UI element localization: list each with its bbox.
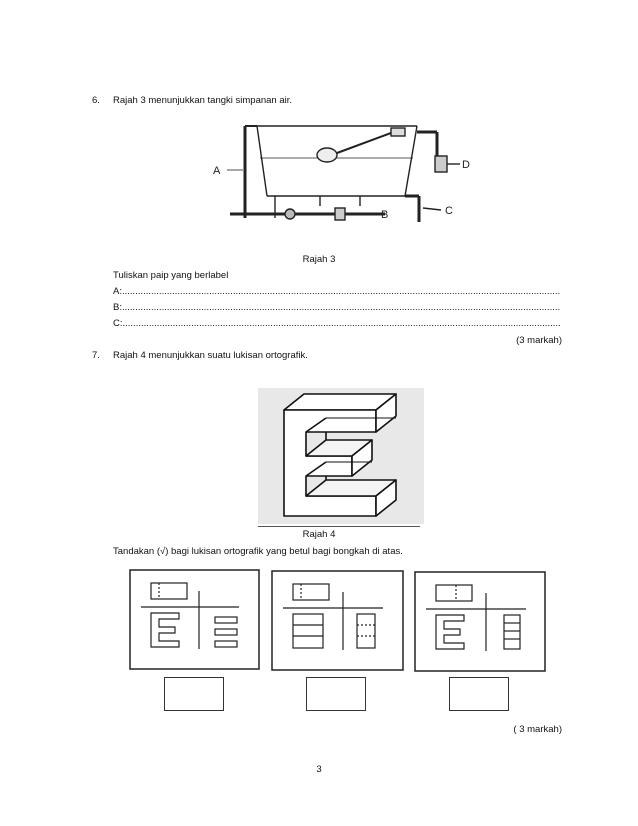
question-7-marks: ( 3 markah): [513, 724, 562, 735]
e-block-diagram: [258, 388, 424, 524]
orthographic-option-1: [129, 569, 260, 670]
answer-dots-b: ........................................…: [121, 302, 560, 313]
answer-line-b[interactable]: B:......................................…: [113, 302, 560, 313]
question-7-number: 7.: [92, 350, 100, 361]
figure-4-caption: Rajah 4: [302, 529, 336, 540]
label-c: C: [445, 205, 453, 217]
label-d: D: [462, 159, 470, 171]
orthographic-option-2: [271, 570, 404, 671]
question-6-marks: (3 markah): [516, 335, 562, 346]
answer-dots-c: ........................................…: [122, 318, 561, 329]
answer-line-a[interactable]: A:......................................…: [113, 286, 560, 297]
answer-label-a: A:: [113, 286, 122, 297]
question-6-number: 6.: [92, 95, 100, 106]
answer-box-2[interactable]: [306, 677, 366, 711]
question-6-text: Rajah 3 menunjukkan tangki simpanan air.: [113, 95, 293, 106]
question-7-text: Rajah 4 menunjukkan suatu lukisan ortogr…: [113, 350, 308, 361]
figure-divider: [258, 526, 420, 527]
figure-3-caption: Rajah 3: [302, 254, 336, 265]
question-7-instruction: Tandakan (√) bagi lukisan ortografik yan…: [113, 546, 403, 557]
answer-label-c: C:: [113, 318, 123, 329]
water-tank-diagram: A B C D: [213, 125, 470, 222]
orthographic-option-3: [414, 571, 546, 672]
answer-box-1[interactable]: [164, 677, 224, 711]
label-b: B: [381, 209, 388, 221]
answer-line-c[interactable]: C:......................................…: [113, 318, 560, 329]
answer-dots-a: ........................................…: [121, 286, 560, 297]
page-number: 3: [316, 764, 322, 775]
label-a: A: [213, 165, 221, 177]
answer-box-3[interactable]: [449, 677, 509, 711]
question-6-instruction: Tuliskan paip yang berlabel: [113, 270, 229, 281]
answer-label-b: B:: [113, 302, 122, 313]
